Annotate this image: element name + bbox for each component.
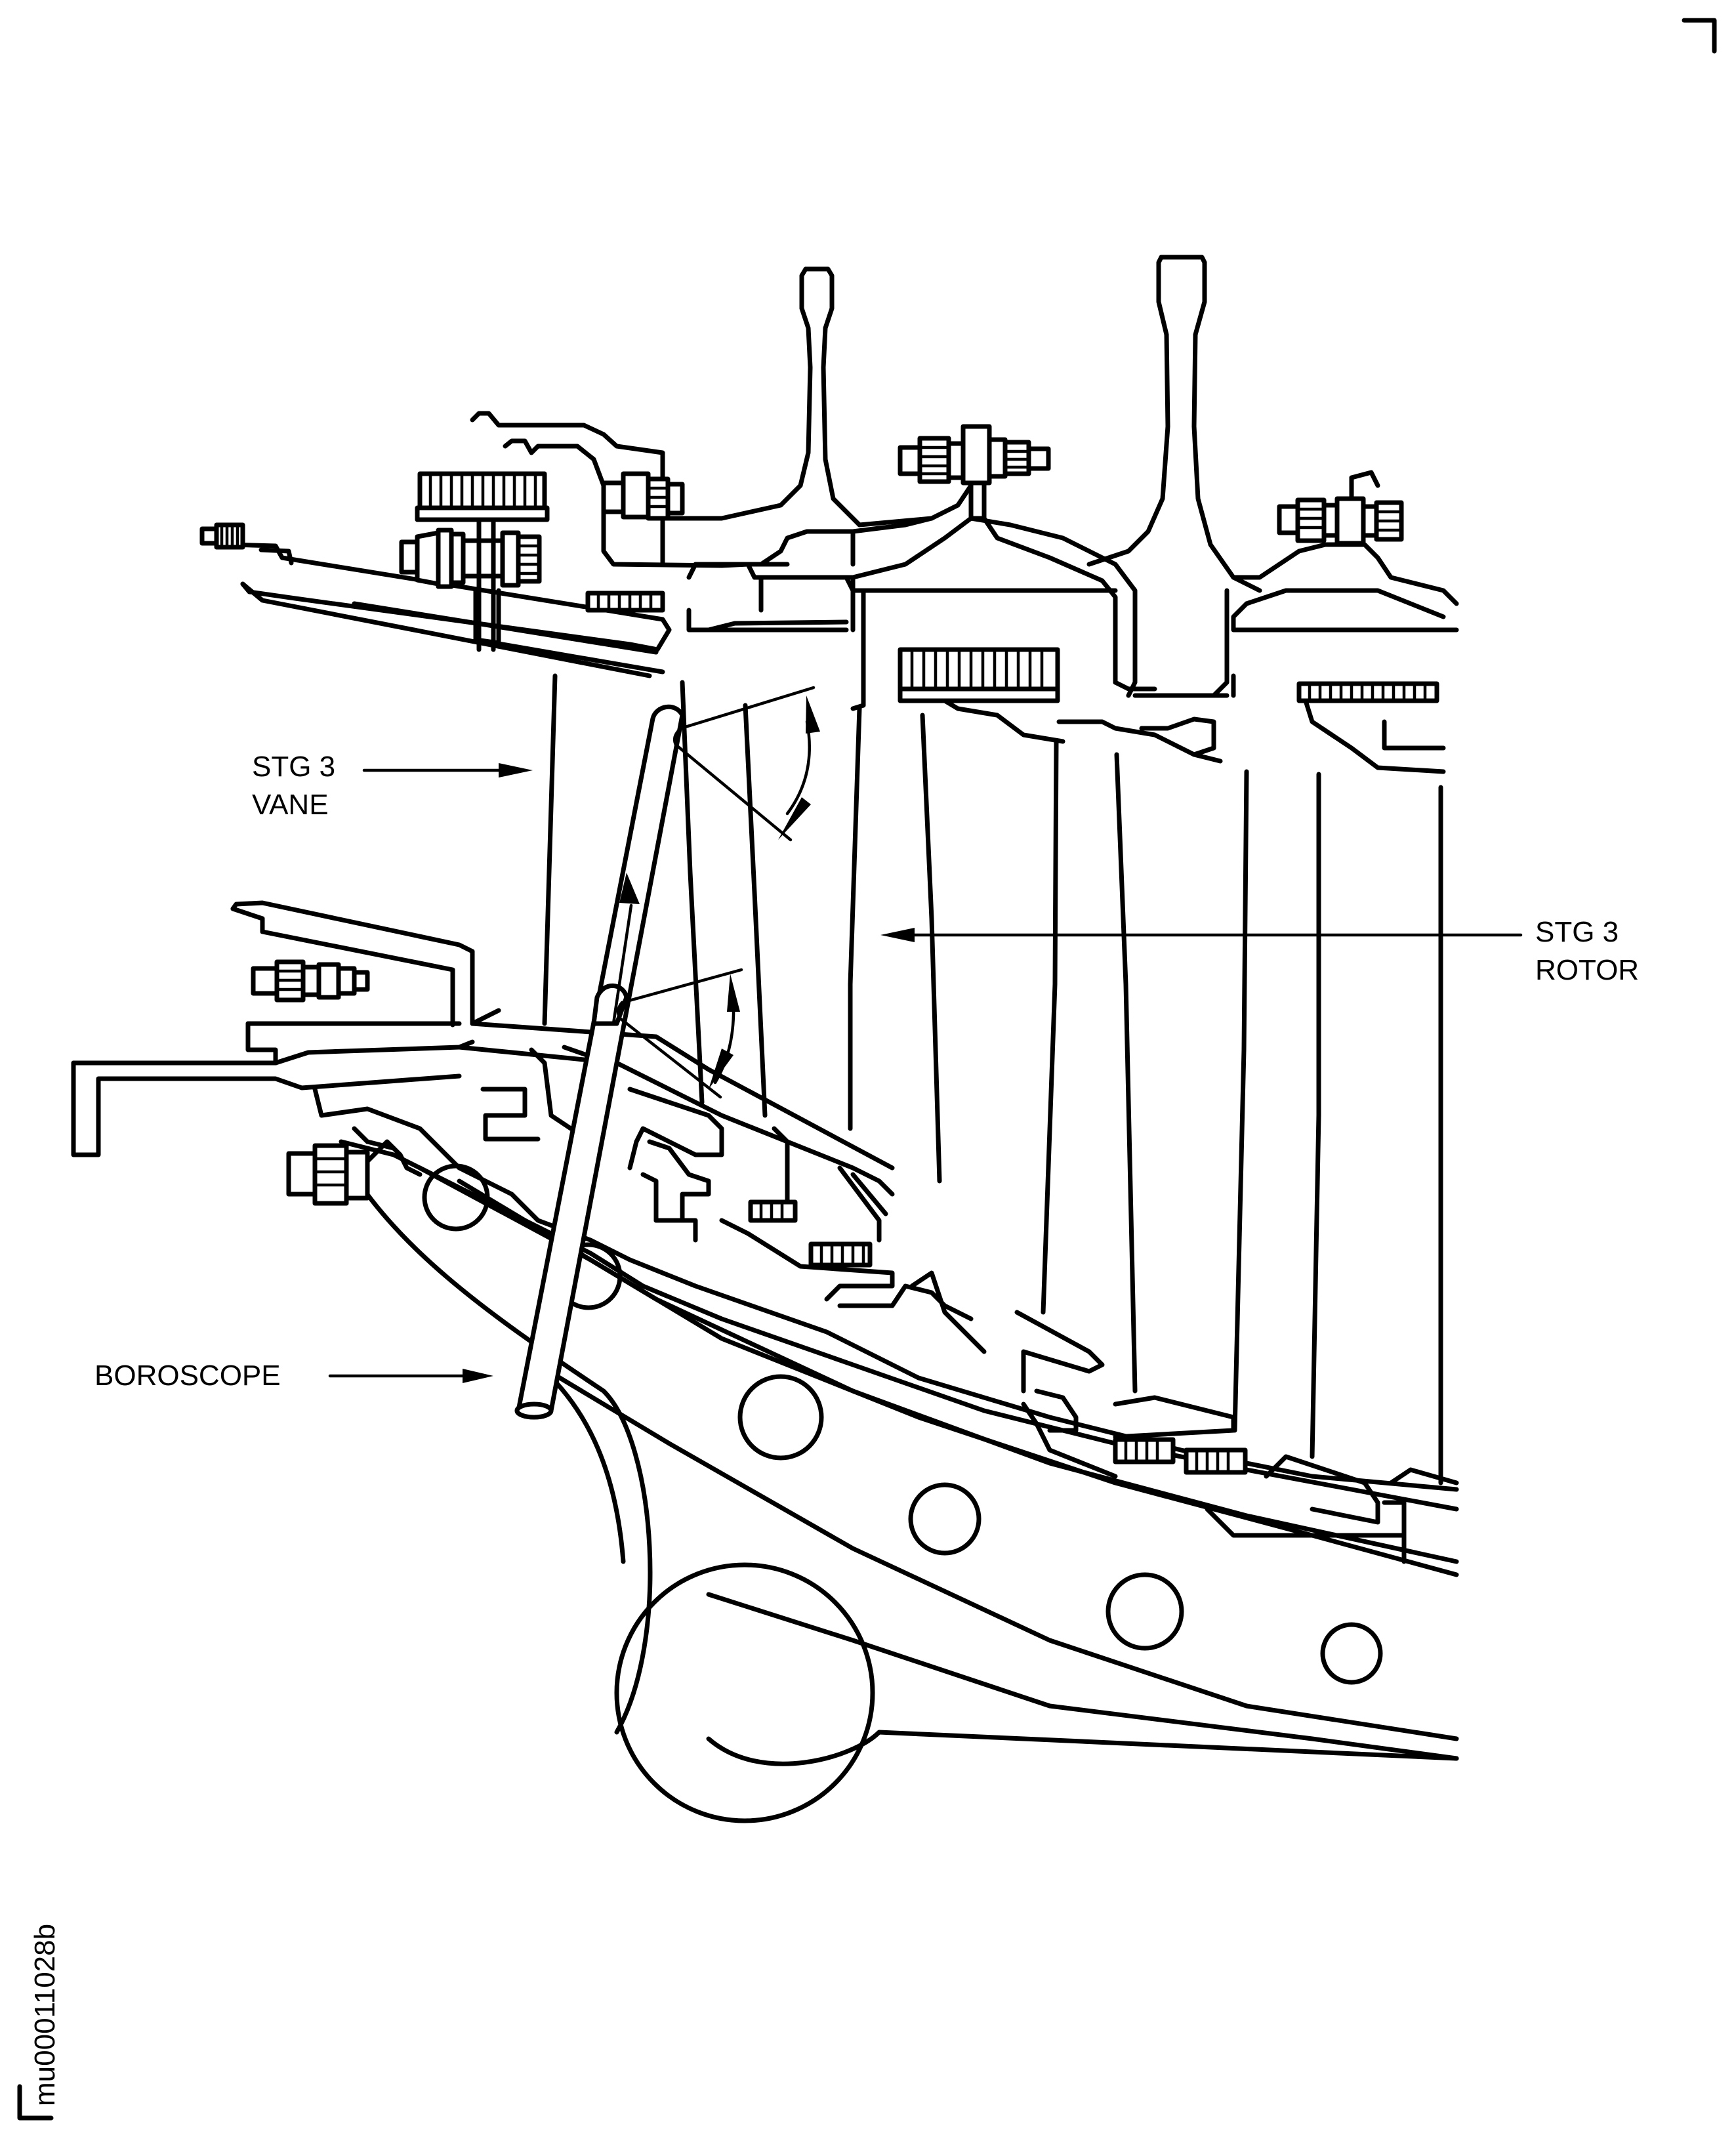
outer-case [201,255,1459,711]
inner-structure [71,900,1459,1823]
callout-stg3-rotor: STG 3 ROTOR [1535,916,1640,986]
viewing-angle-cones [616,686,820,1099]
boroscope-leader-arrowhead [463,1369,493,1383]
callout-stg3-vane: STG 3 VANE [252,751,336,821]
boroscope-probe [514,704,685,1420]
airfoils [542,673,1443,1485]
vane-leader-arrowhead [499,763,533,778]
crop-mark-bottom-left [17,2084,54,2121]
crop-mark-top-right [1682,18,1717,54]
bolt-assemblies-top [199,424,1446,774]
figure-id: mu00011028b [29,1923,61,2106]
callout-boroscope: BOROSCOPE [94,1360,281,1392]
callout-leaders [328,763,1523,1383]
rotor-leader-arrowhead [880,928,915,942]
